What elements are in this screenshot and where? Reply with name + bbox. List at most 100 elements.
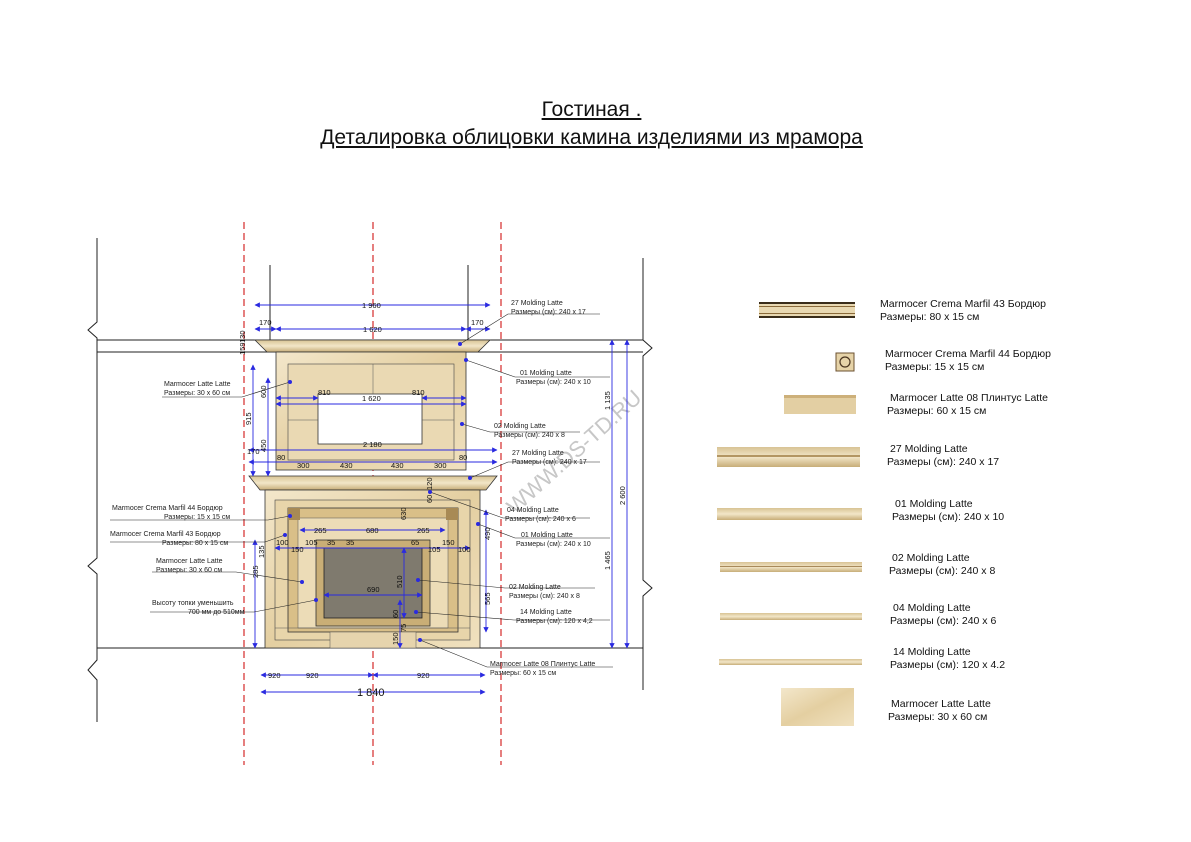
- swatch-latte-tile: [781, 688, 854, 726]
- callout-7-name: 02 Molding Latte: [509, 584, 561, 591]
- legend-item-5: 01 Molding Latte Размеры (см): 240 x 10: [892, 498, 1004, 524]
- swatch-molding-27: [717, 447, 860, 467]
- dim-265-right: 265: [417, 526, 430, 535]
- legend-item-3: Marmocer Latte 08 Плинтус Latte Размеры:…: [887, 392, 1048, 418]
- dim-565: 565: [483, 592, 492, 605]
- dim-430-left: 430: [340, 461, 353, 470]
- swatch-molding-01: [717, 508, 862, 520]
- callout-8-name: 14 Molding Latte: [520, 609, 572, 616]
- legend-item-8: 14 Molding Latte Размеры (см): 120 x 4.2: [890, 646, 1005, 672]
- legend-item-5-name: 01 Molding Latte: [895, 498, 973, 510]
- dim-265-left: 265: [314, 526, 327, 535]
- leader-arrows: [283, 342, 480, 642]
- dim-100-left: 100: [276, 538, 289, 547]
- swatch-molding-04: [720, 613, 862, 620]
- callout-2-name: 01 Molding Latte: [520, 370, 572, 377]
- dim-170-left: 170: [259, 318, 272, 327]
- callout-left-4-name: Marmocer Latte Latte: [156, 558, 223, 565]
- callout-left-3-name: Marmocer Crema Marfil 43 Бордюр: [110, 531, 221, 538]
- title-line-1: Гостиная .: [541, 98, 642, 121]
- dim-80-right: 80: [459, 453, 467, 462]
- dim-130: 130: [238, 330, 247, 343]
- dim-920-right: 920: [417, 671, 430, 680]
- leader-lines: [110, 313, 613, 668]
- dim-60-v: 60: [391, 610, 400, 618]
- dim-120: 120: [425, 477, 434, 490]
- dim-105-right: 105: [428, 545, 441, 554]
- callout-labels: 27 Molding Latte Размеры (см): 240 x 17 …: [110, 300, 595, 677]
- dim-159: 159: [238, 342, 247, 355]
- fireplace-surround: [264, 489, 481, 649]
- legend-item-7: 04 Molding Latte Размеры (см): 240 x 6: [890, 602, 996, 628]
- legend-item-1-size: Размеры: 80 x 15 см: [880, 311, 980, 323]
- dim-810-left: 810: [318, 388, 331, 397]
- callout-8-size: Размеры (см): 120 x 4,2: [516, 618, 593, 625]
- dim-1135: 1 135: [603, 391, 612, 410]
- dim-680: 680: [366, 526, 379, 535]
- dim-920-left: 920: [268, 671, 281, 680]
- callout-left-5-size: 700 мм до 510мм: [188, 609, 245, 616]
- legend-item-2-size: Размеры: 15 x 15 см: [885, 361, 985, 373]
- callout-5-name: 04 Molding Latte: [507, 507, 559, 514]
- dim-690: 690: [367, 585, 380, 594]
- dim-300-right: 300: [434, 461, 447, 470]
- dim-135: 135: [257, 545, 266, 558]
- legend-item-3-size: Размеры: 60 x 15 см: [887, 405, 987, 417]
- legend-item-2-name: Marmocer Crema Marfil 44 Бордюр: [885, 348, 1051, 360]
- title-line-2: Деталировка облицовки камина изделиями и…: [320, 126, 863, 149]
- legend-item-1: Marmocer Crema Marfil 43 Бордюр Размеры:…: [880, 298, 1046, 324]
- legend-item-7-size: Размеры (см): 240 x 6: [890, 615, 997, 627]
- swatch-border-43: [759, 302, 855, 318]
- legend-item-6: 02 Molding Latte Размеры (см): 240 x 8: [889, 552, 995, 578]
- callout-9-name: Marmocer Latte 08 Плинтус Latte: [490, 661, 595, 668]
- dimension-labels: 1 960 170 1 620 170 810 810 1 620 2 180 …: [238, 301, 627, 699]
- swatch-molding-02: [720, 562, 862, 572]
- legend-item-4-name: 27 Molding Latte: [890, 443, 968, 455]
- callout-4-size: Размеры (см): 240 x 17: [512, 459, 587, 466]
- legend-item-3-name: Marmocer Latte 08 Плинтус Latte: [890, 392, 1048, 404]
- callout-5-size: Размеры (см): 240 x 6: [505, 516, 576, 523]
- swatch-molding-14: [719, 659, 862, 665]
- callout-3-size: Размеры (см): 240 x 8: [494, 432, 565, 439]
- legend-item-7-name: 04 Molding Latte: [893, 602, 971, 614]
- swatch-border-44: [835, 352, 855, 372]
- dim-170-shelf: 170: [247, 447, 260, 456]
- legend-item-5-size: Размеры (см): 240 x 10: [892, 511, 1005, 523]
- dim-2600: 2 600: [618, 486, 627, 505]
- swatch-plinth-08: [784, 395, 856, 414]
- dim-150-right: 150: [442, 538, 455, 547]
- callout-1-name: 27 Molding Latte: [511, 300, 563, 307]
- callout-left-3-size: Размеры: 80 x 15 см: [162, 540, 228, 547]
- dim-35-left: 35: [327, 538, 335, 547]
- callout-4-name: 27 Molding Latte: [512, 450, 564, 457]
- legend-item-2: Marmocer Crema Marfil 44 Бордюр Размеры:…: [885, 348, 1051, 374]
- legend-item-9-name: Marmocer Latte Latte: [891, 698, 991, 710]
- dim-810-right: 810: [412, 388, 425, 397]
- dim-450: 450: [259, 439, 268, 452]
- upper-panel: [254, 339, 491, 471]
- dim-600: 600: [259, 385, 268, 398]
- legend-item-6-name: 02 Molding Latte: [892, 552, 970, 564]
- dim-1620-mid: 1 620: [362, 394, 381, 403]
- callout-left-2-name: Marmocer Crema Marfil 44 Бордюр: [112, 505, 223, 512]
- legend-item-9: Marmocer Latte Latte Размеры: 30 x 60 см: [888, 698, 991, 724]
- dim-490: 490: [483, 527, 492, 540]
- legend-item-8-size: Размеры (см): 120 x 4.2: [890, 659, 1006, 671]
- dim-100-right: 100: [458, 545, 471, 554]
- dim-170-right: 170: [471, 318, 484, 327]
- legend-item-1-name: Marmocer Crema Marfil 43 Бордюр: [880, 298, 1046, 310]
- dim-300-left: 300: [297, 461, 310, 470]
- dim-920-left-mid: 920: [306, 671, 319, 680]
- dim-65: 65: [411, 538, 419, 547]
- legend-item-4-size: Размеры (см): 240 x 17: [887, 456, 1000, 468]
- dim-2180: 2 180: [363, 440, 382, 449]
- dimension-lines: [248, 302, 630, 695]
- dim-1620-top: 1 620: [363, 325, 382, 334]
- callout-9-size: Размеры: 60 x 15 см: [490, 670, 556, 677]
- legend-item-6-size: Размеры (см): 240 x 8: [889, 565, 996, 577]
- dim-1840: 1 840: [357, 687, 385, 699]
- legend-swatches: [717, 302, 862, 726]
- callout-6-size: Размеры (см): 240 x 10: [516, 541, 591, 548]
- dim-80-left: 80: [277, 453, 285, 462]
